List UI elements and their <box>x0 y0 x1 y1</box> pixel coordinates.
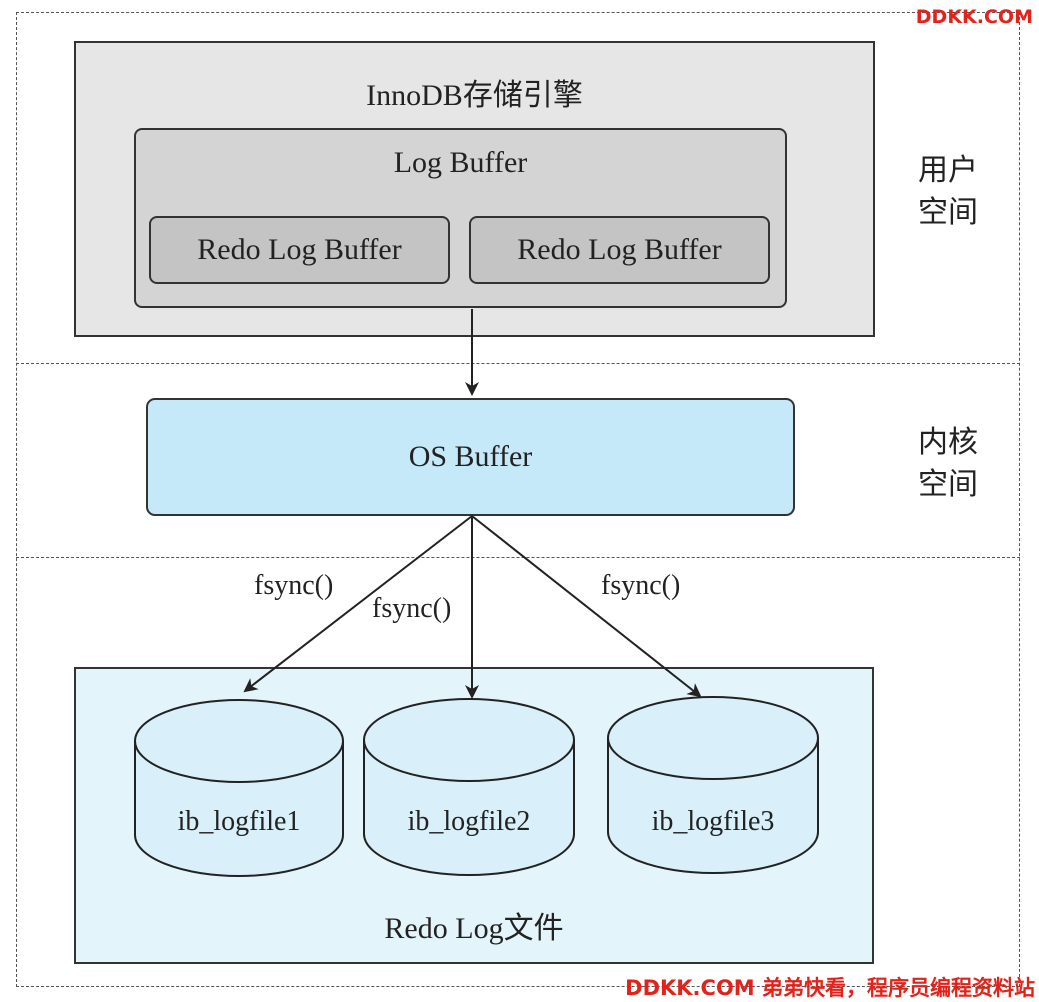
redo-log-buffer-2: Redo Log Buffer <box>469 216 770 284</box>
ib-logfile1-label: ib_logfile1 <box>177 806 301 837</box>
redo-log-files-title: Redo Log文件 <box>384 912 564 945</box>
user-space-label: 用户 空间 <box>918 153 978 230</box>
watermark-top: DDKK.COM <box>915 6 1033 28</box>
log-buffer-title: Log Buffer <box>393 146 528 179</box>
cylinder-ib-logfile3 <box>607 696 819 874</box>
redo-log-buffer-2-label: Redo Log Buffer <box>517 233 722 266</box>
user-kernel-divider <box>16 363 1020 364</box>
ib-logfile3-label: ib_logfile3 <box>651 806 775 837</box>
redo-log-buffer-1-label: Redo Log Buffer <box>197 233 402 266</box>
os-buffer-box: OS Buffer <box>146 398 795 516</box>
ib-logfile2-label: ib_logfile2 <box>407 806 531 837</box>
watermark-bottom: DDKK.COM 弟弟快看，程序员编程资料站 <box>625 976 1035 1000</box>
cylinder-ib-logfile1 <box>134 699 344 877</box>
kernel-space-label: 内核 空间 <box>918 425 978 502</box>
engine-title: InnoDB存储引擎 <box>366 79 583 112</box>
fsync-label-2: fsync() <box>372 593 452 624</box>
fsync-label-1: fsync() <box>254 570 334 601</box>
diagram-frame <box>16 12 1020 987</box>
cylinder-ib-logfile2 <box>363 698 575 876</box>
redo-log-buffer-1: Redo Log Buffer <box>149 216 450 284</box>
arrow-fsync-3 <box>471 515 702 698</box>
arrow-fsync-1 <box>243 515 473 693</box>
os-buffer-label: OS Buffer <box>408 440 533 473</box>
fsync-label-3: fsync() <box>601 570 681 601</box>
kernel-disk-divider <box>16 557 1020 558</box>
